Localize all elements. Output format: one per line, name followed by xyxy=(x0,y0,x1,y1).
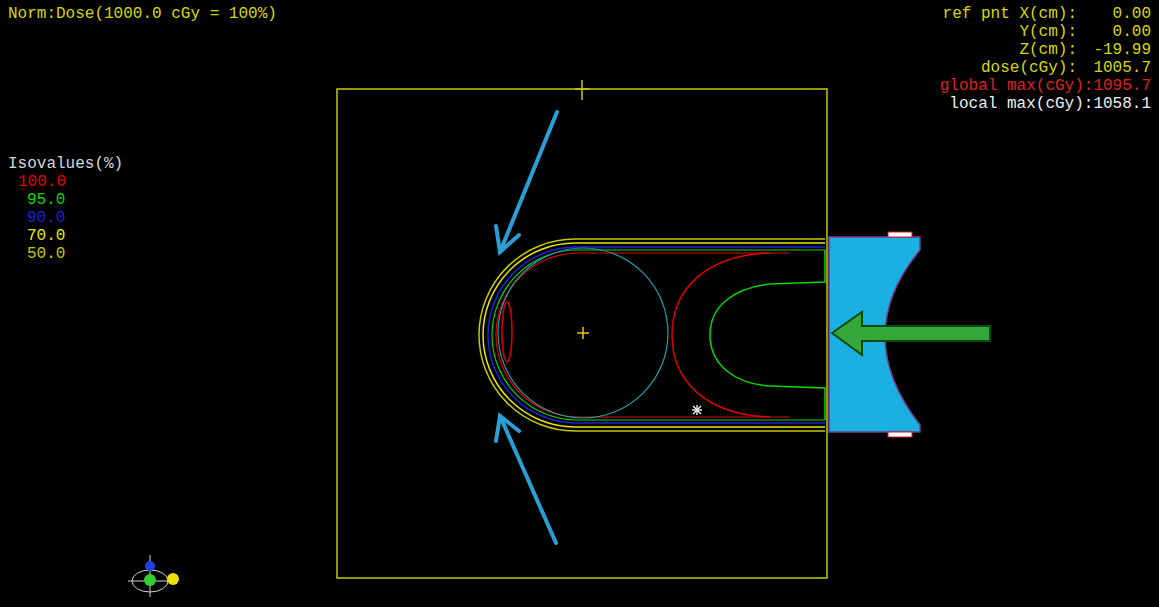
isovalue-entry: 95.0 xyxy=(27,192,65,208)
isovalue-entry: 100.0 xyxy=(18,174,66,190)
isovalue-text: 95.0 xyxy=(27,191,65,209)
local-max-readout: local max(cGy):1058.1 xyxy=(949,96,1151,112)
isocenter-mark xyxy=(582,327,584,339)
isovalue-entry: 70.0 xyxy=(27,228,65,244)
tick-mark xyxy=(581,80,583,100)
isodose-100 xyxy=(672,253,770,417)
applicator-tab xyxy=(888,232,912,237)
readout-value: 0.00 xyxy=(1113,24,1151,40)
isovalue-text: 70.0 xyxy=(27,227,65,245)
global-max-readout: global max(cGy):1095.7 xyxy=(940,78,1151,94)
orientation-icon xyxy=(128,555,179,597)
isovalue-entry: 50.0 xyxy=(27,246,65,262)
readout-label: Z(cm): xyxy=(1019,42,1077,58)
beam-arrow xyxy=(832,312,990,355)
isodose-95 xyxy=(710,250,825,420)
tick-mark xyxy=(575,88,589,90)
readout-label: Y(cm): xyxy=(1019,24,1077,40)
phantom-outline xyxy=(337,89,827,578)
hot-spot xyxy=(502,302,512,362)
readout-value: -19.99 xyxy=(1093,42,1151,58)
normalization-note: Norm:Dose(1000.0 cGy = 100%) xyxy=(8,6,277,22)
isovalue-text: 90.0 xyxy=(27,209,65,227)
isodose-90 xyxy=(488,247,825,423)
isodose-70 xyxy=(483,243,825,427)
readout-label: ref pnt X(cm): xyxy=(943,6,1077,22)
pointer-arrow xyxy=(496,112,557,252)
applicator-tab xyxy=(888,432,912,437)
isodose-50 xyxy=(479,239,825,431)
isovalue-text: 50.0 xyxy=(27,245,65,263)
target-circle xyxy=(498,248,668,418)
readout-value: 0.00 xyxy=(1113,6,1151,22)
readout-label: dose(cGy): xyxy=(981,60,1077,76)
isovalue-entry: 90.0 xyxy=(27,210,65,226)
pointer-arrow xyxy=(496,416,556,543)
isovalue-text: 100.0 xyxy=(18,173,66,191)
legend-title: Isovalues(%) xyxy=(8,156,123,172)
readout-value: 1005.7 xyxy=(1093,60,1151,76)
isodose-95 xyxy=(492,250,825,420)
ref-point-mark xyxy=(692,405,702,415)
